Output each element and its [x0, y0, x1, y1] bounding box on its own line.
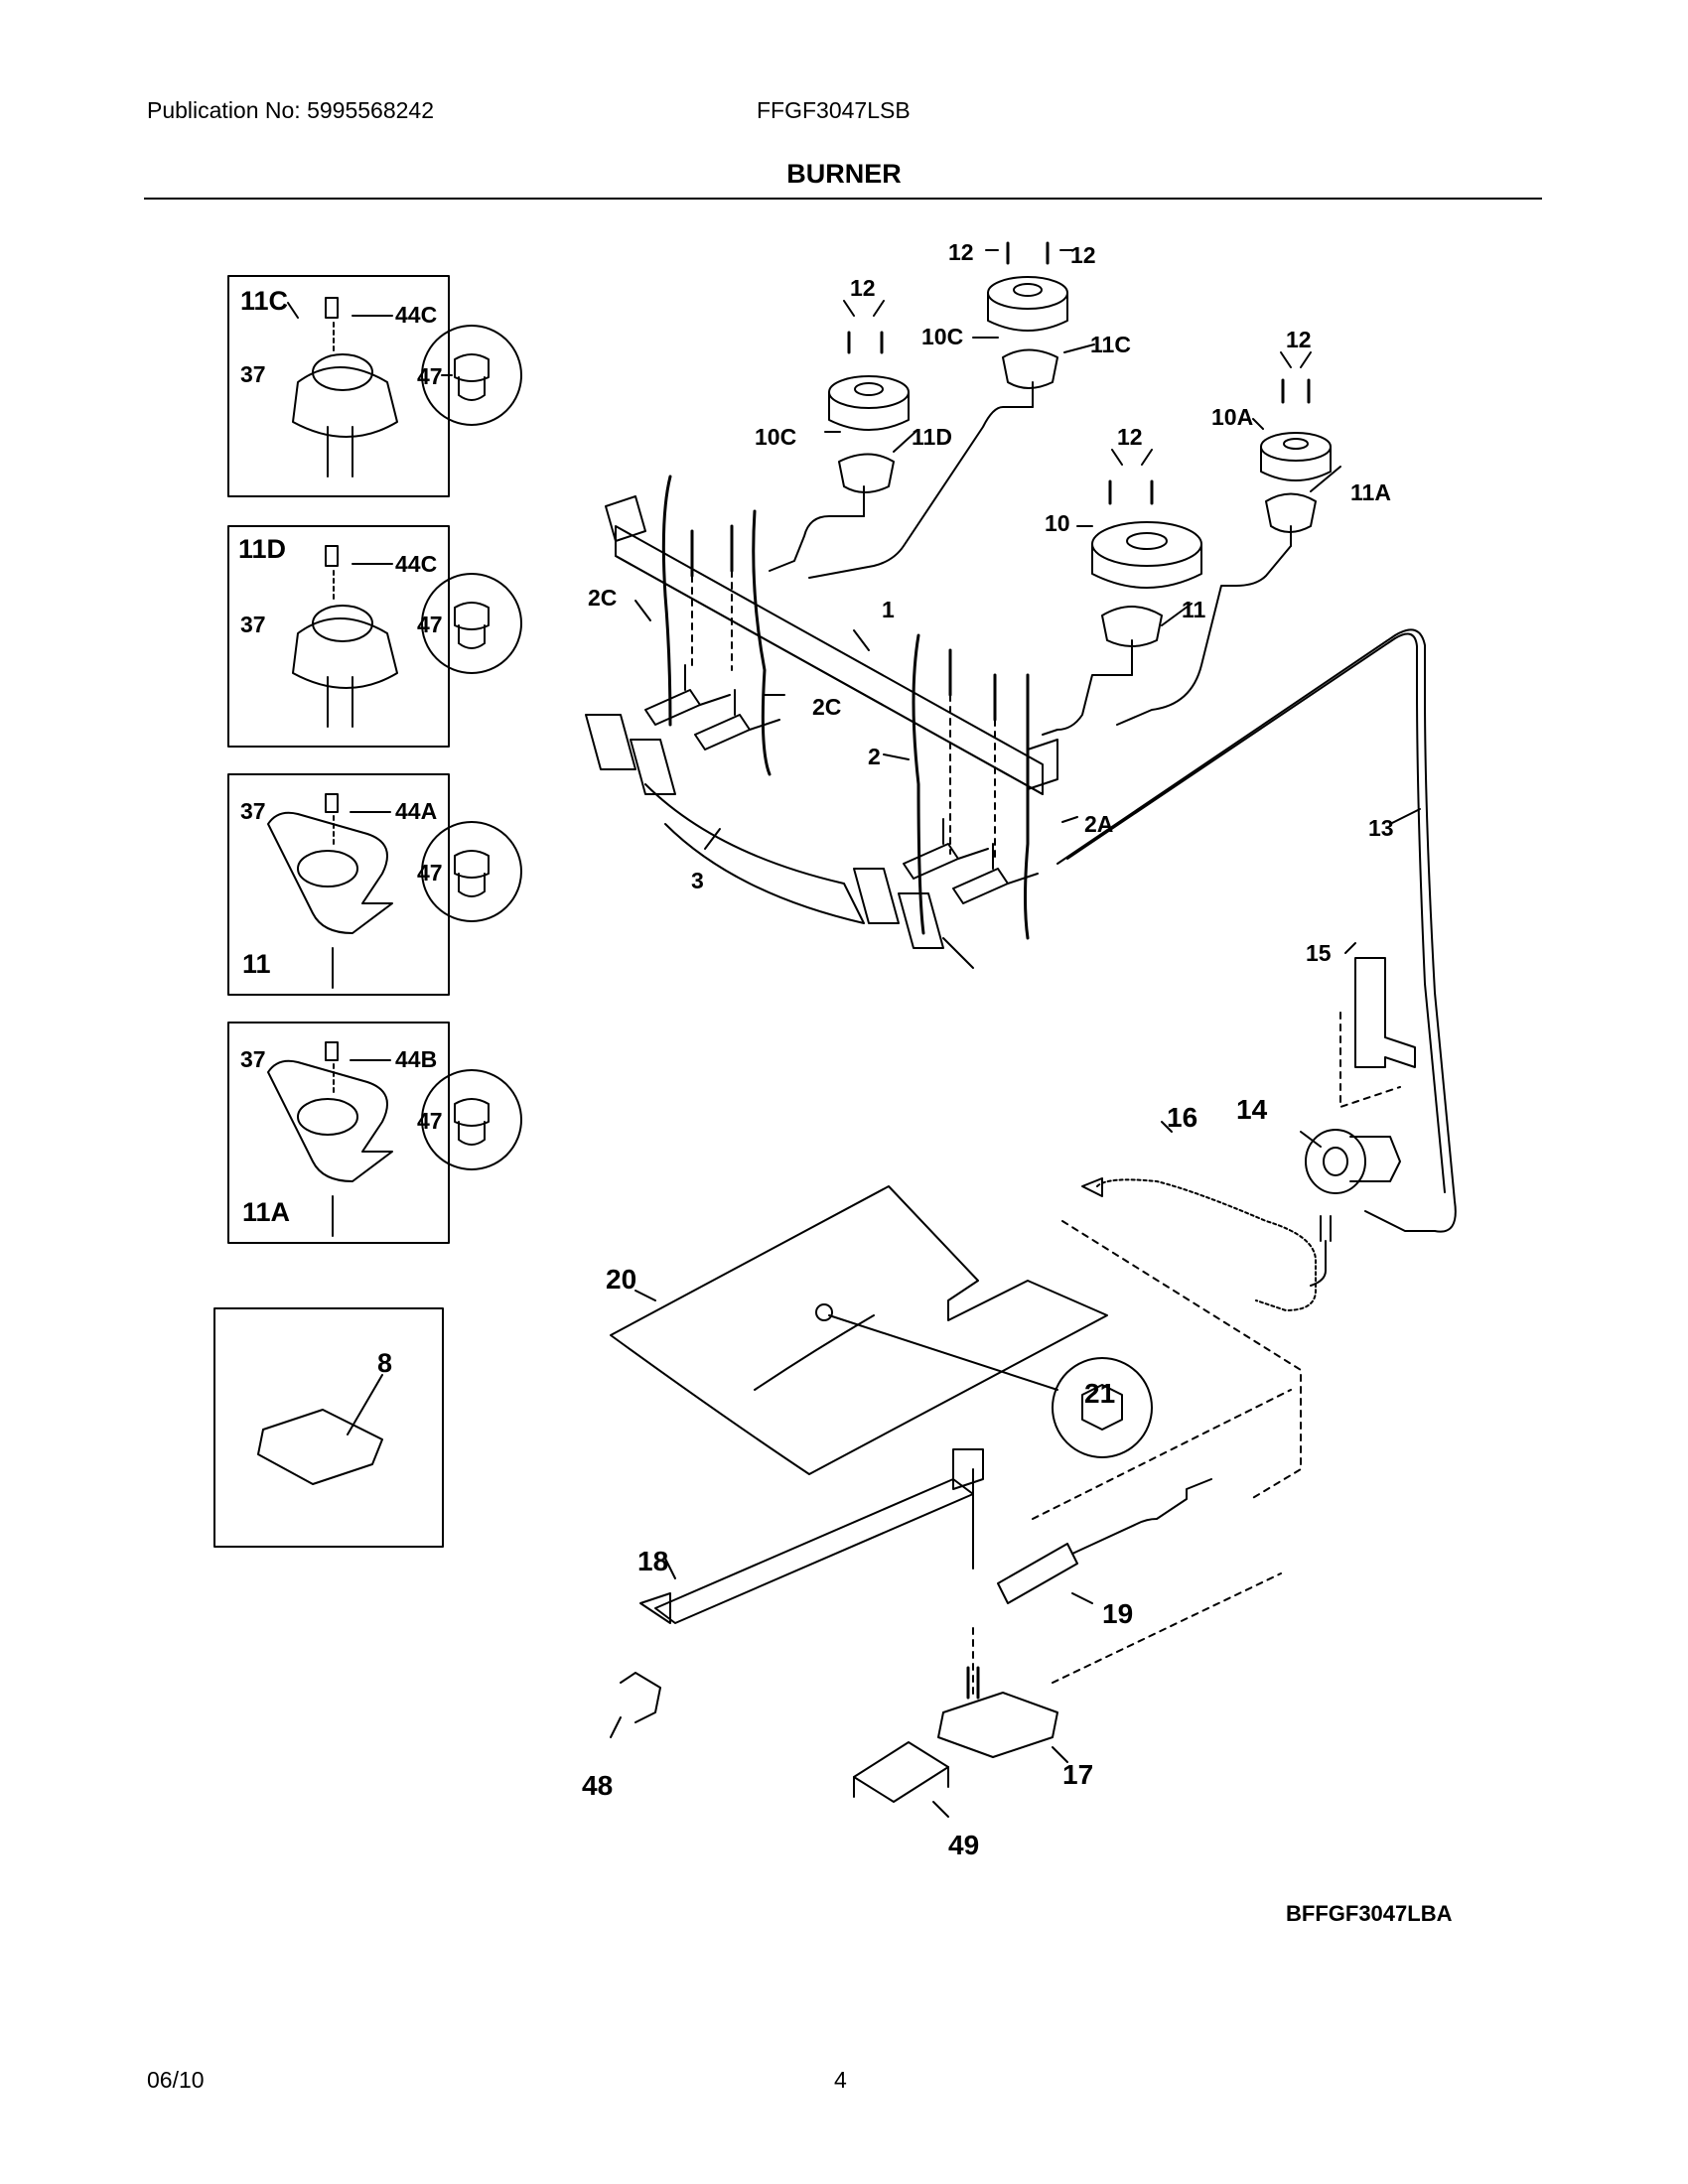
- title-rule: [144, 198, 1542, 200]
- valves-left: [644, 664, 780, 751]
- inset-11c-label: 11C: [240, 286, 288, 316]
- wire-2: [912, 633, 925, 935]
- callout-2a: 2A: [1084, 811, 1113, 837]
- callout-11d: 11D: [912, 424, 952, 450]
- callout-16: 16: [1167, 1102, 1197, 1133]
- bracket-3: [585, 714, 974, 969]
- gas-tube-11d: [769, 515, 865, 572]
- callout-11: 11: [1182, 597, 1206, 622]
- inset-11: [227, 773, 522, 996]
- publication-number: Publication No: 5995568242: [147, 97, 435, 123]
- nut-21: [815, 1303, 1153, 1458]
- burner-cap-10: [1091, 521, 1202, 589]
- callout-13: 13: [1368, 815, 1394, 841]
- bracket-49: [853, 1741, 949, 1803]
- callout-14: 14: [1236, 1094, 1268, 1125]
- gas-line-13: [1056, 628, 1457, 1233]
- inset-igniter: [213, 1307, 444, 1548]
- inset-11a-screw: 37: [240, 1046, 266, 1072]
- manifold-pipe-1: [605, 495, 1058, 795]
- page-title: BURNER: [786, 159, 902, 189]
- gas-tube-11a: [1116, 545, 1292, 726]
- inset-11c-cap: 44C: [395, 302, 437, 328]
- callout-10c-left: 10C: [755, 424, 796, 450]
- inset-11-cap: 44A: [395, 798, 437, 824]
- valves-right: [903, 818, 1039, 904]
- callout-17: 17: [1062, 1759, 1093, 1790]
- callout-1: 1: [882, 597, 895, 622]
- pressure-regulator-14: [1305, 1129, 1401, 1287]
- igniter-19: [997, 1478, 1212, 1604]
- hose-16: [1096, 1178, 1317, 1311]
- model-number: FFGF3047LSB: [757, 97, 911, 123]
- callout-12d: 12: [1286, 327, 1312, 352]
- igniter-inset-label: 8: [377, 1348, 392, 1378]
- callout-10c-top: 10C: [921, 324, 963, 349]
- callout-11c: 11C: [1090, 332, 1131, 357]
- gas-tube-11: [1042, 674, 1133, 736]
- inset-11-orifice: 47: [417, 860, 443, 886]
- inset-11a-label: 11A: [242, 1197, 290, 1227]
- callout-2c-right: 2C: [812, 694, 841, 720]
- callout-15: 15: [1306, 940, 1332, 966]
- callout-2c-left: 2C: [588, 585, 617, 611]
- callout-49: 49: [948, 1830, 979, 1860]
- oven-burner-18: [639, 1448, 984, 1624]
- inset-11d-orifice: 47: [417, 612, 443, 637]
- burner-head-11a: [1265, 492, 1317, 547]
- inset-11-label: 11: [242, 949, 271, 979]
- burner-cap-10a: [1260, 432, 1332, 481]
- inset-11a-cap: 44B: [395, 1046, 437, 1072]
- callout-2: 2: [868, 744, 881, 769]
- safety-valve-17: [937, 1627, 1058, 1758]
- inset-11a-orifice: 47: [417, 1108, 443, 1134]
- callout-12e: 12: [1117, 424, 1143, 450]
- heat-deflector-20: [610, 1185, 1108, 1475]
- clip-48: [620, 1672, 661, 1723]
- bracket-15: [1339, 957, 1416, 1108]
- burner-cap-10c-left: [828, 375, 910, 431]
- callout-3: 3: [691, 868, 704, 893]
- footer-date: 06/10: [147, 2067, 205, 2093]
- callout-12c: 12: [850, 275, 876, 301]
- gas-tube-11c: [808, 406, 1034, 579]
- wire-2a: [1024, 673, 1030, 940]
- callout-19: 19: [1102, 1598, 1133, 1629]
- callout-48: 48: [582, 1770, 613, 1801]
- callout-11a: 11A: [1350, 479, 1391, 505]
- wire-2c-left: [661, 475, 672, 727]
- callout-12a: 12: [948, 239, 974, 265]
- callout-20: 20: [606, 1264, 636, 1295]
- burner-cap-10c-top: [987, 276, 1068, 332]
- callout-18: 18: [637, 1546, 668, 1576]
- callout-21: 21: [1084, 1378, 1115, 1409]
- burner-head-11: [1101, 606, 1163, 676]
- inset-11c-screw: 37: [240, 361, 266, 387]
- inset-11-screw: 37: [240, 798, 266, 824]
- wire-2c-right: [752, 509, 772, 776]
- inset-11c-orifice: 47: [417, 363, 443, 389]
- inset-11d: [227, 525, 522, 748]
- burner-head-11c: [1002, 348, 1058, 408]
- inset-11a: [227, 1022, 522, 1244]
- figure-id: BFFGF3047LBA: [1286, 1901, 1453, 1926]
- inset-11d-label: 11D: [238, 534, 286, 564]
- page-number: 4: [834, 2067, 847, 2093]
- inset-11d-screw: 37: [240, 612, 266, 637]
- inset-11d-cap: 44C: [395, 551, 437, 577]
- inset-11c: [227, 275, 522, 497]
- callout-12b: 12: [1070, 242, 1096, 268]
- burner-head-11d: [838, 453, 895, 517]
- callout-10: 10: [1045, 510, 1070, 536]
- callout-10a: 10A: [1211, 404, 1253, 430]
